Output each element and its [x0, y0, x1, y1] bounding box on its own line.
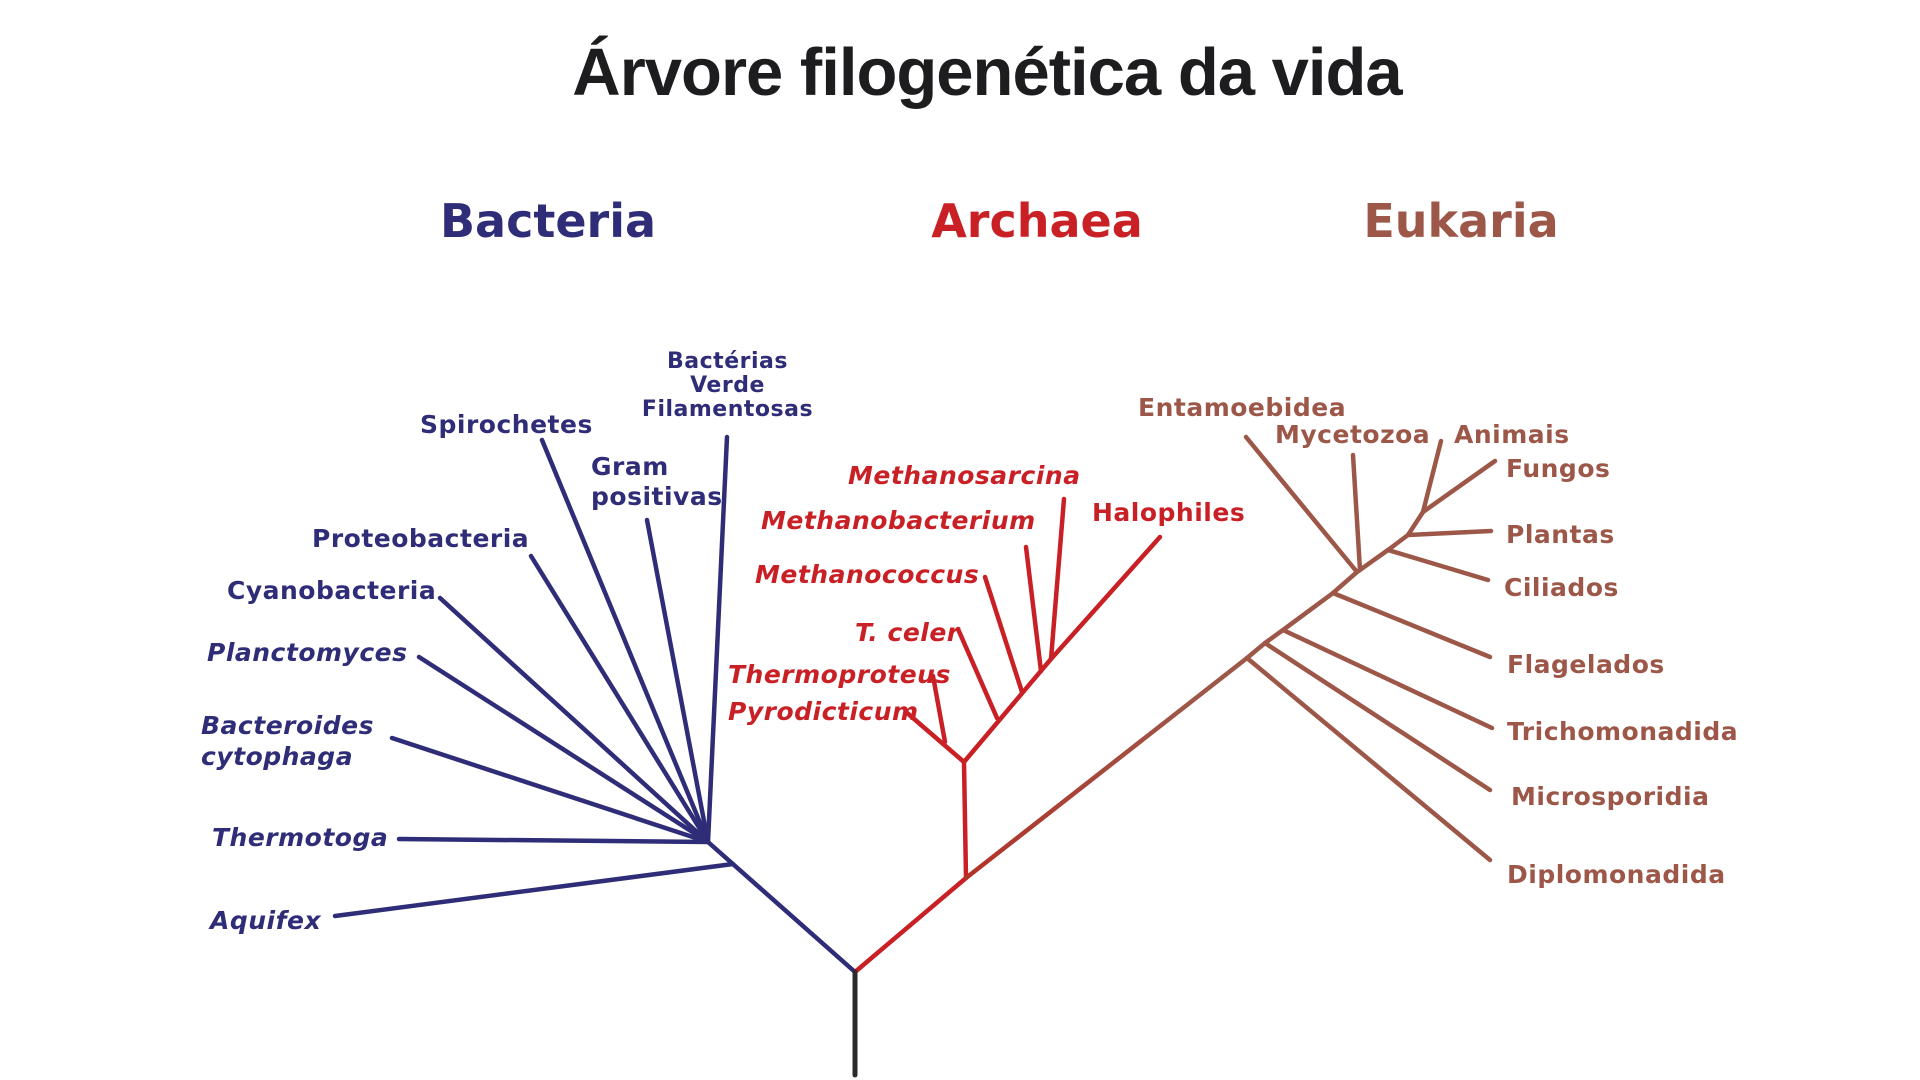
- edge-planctomyces: [416, 654, 711, 845]
- edge-archaea-vertical: [961, 759, 969, 881]
- domain-header-bacteria: Bacteria: [439, 194, 657, 248]
- edge-methanosarcina: [1048, 496, 1067, 662]
- edge-mycetozoa: [1350, 452, 1363, 573]
- edge-bacteria-trunk: [705, 839, 858, 975]
- label-cyanobacteria: Cyanobacteria: [227, 576, 437, 605]
- page-title: Árvore filogenética da vida: [572, 35, 1402, 110]
- label-planctomyces: Planctomyces: [207, 638, 408, 667]
- edge-t-celer: [955, 626, 1000, 721]
- label-pyrodicticum: Pyrodicticum: [728, 697, 919, 726]
- edge-eukarya-trunk-lower: [963, 655, 1250, 881]
- label-ciliados: Ciliados: [1504, 573, 1619, 602]
- label-aquifex: Aquifex: [210, 906, 322, 935]
- edge-archaea-trunk: [961, 656, 1054, 765]
- label-mycetozoa: Mycetozoa: [1275, 420, 1431, 449]
- edge-microsporidia: [1262, 640, 1493, 793]
- label-plantas: Plantas: [1506, 520, 1615, 549]
- edge-fungos: [1420, 458, 1498, 515]
- edge-ciliados: [1385, 547, 1491, 583]
- eukarya-branches: [963, 434, 1498, 881]
- label-methanobacterium: Methanobacterium: [761, 506, 1036, 535]
- edge-eukarya-trunk-upper: [1244, 509, 1426, 661]
- edge-thermotoga: [396, 836, 711, 845]
- edge-entamoebidea: [1243, 434, 1360, 575]
- label-gram-positivas: Gram positivas: [591, 452, 723, 511]
- edge-plantas: [1405, 528, 1494, 538]
- edge-gram-positivas: [644, 517, 711, 845]
- label-thermotoga: Thermotoga: [212, 823, 389, 852]
- label-thermoproteus: Thermoproteus: [728, 660, 951, 689]
- edge-halophiles: [1048, 534, 1163, 662]
- label-proteobacteria: Proteobacteria: [312, 524, 530, 553]
- archaea-branches: [852, 496, 1163, 975]
- edge-thermoproteus: [930, 673, 948, 745]
- label-animais: Animais: [1454, 420, 1570, 449]
- label-entamoebidea: Entamoebidea: [1138, 393, 1347, 422]
- edge-pyrodicticum: [903, 709, 967, 765]
- label-microsporidia: Microsporidia: [1511, 782, 1710, 811]
- edge-aquifex: [332, 861, 736, 919]
- edge-verde-filamentosas: [705, 434, 730, 845]
- label-trichomonadida: Trichomonadida: [1507, 717, 1739, 746]
- edge-proteobacteria: [528, 553, 711, 845]
- label-bacteroides-cytophaga: Bacteroides cytophaga: [201, 711, 374, 772]
- edge-animais: [1420, 438, 1444, 515]
- edge-archaea-root-arm: [852, 875, 969, 975]
- domain-header-eukaria: Eukaria: [1363, 194, 1559, 248]
- edge-cyanobacteria: [437, 595, 711, 845]
- label-fungos: Fungos: [1506, 454, 1611, 483]
- label-spirochetes: Spirochetes: [420, 410, 593, 439]
- label-methanococcus: Methanococcus: [755, 560, 980, 589]
- edge-methanobacterium: [1023, 544, 1044, 674]
- edge-diplomonadida: [1244, 655, 1493, 863]
- label-t-celer: T. celer: [855, 618, 960, 647]
- edge-methanococcus: [982, 574, 1025, 695]
- domain-header-archaea: Archaea: [931, 194, 1143, 248]
- label-methanosarcina: Methanosarcina: [848, 461, 1081, 490]
- edge-flagelados: [1330, 590, 1493, 660]
- label-diplomonadida: Diplomonadida: [1507, 860, 1726, 889]
- edge-spirochetes: [539, 437, 711, 845]
- edge-trichomonadida: [1280, 627, 1495, 731]
- edge-bacteroides: [389, 735, 711, 845]
- label-flagelados: Flagelados: [1507, 650, 1665, 679]
- label-halophiles: Halophiles: [1092, 498, 1246, 527]
- label-verde-filamentosas: Bactérias Verde Filamentosas: [641, 349, 814, 422]
- bacteria-branches: [332, 434, 858, 975]
